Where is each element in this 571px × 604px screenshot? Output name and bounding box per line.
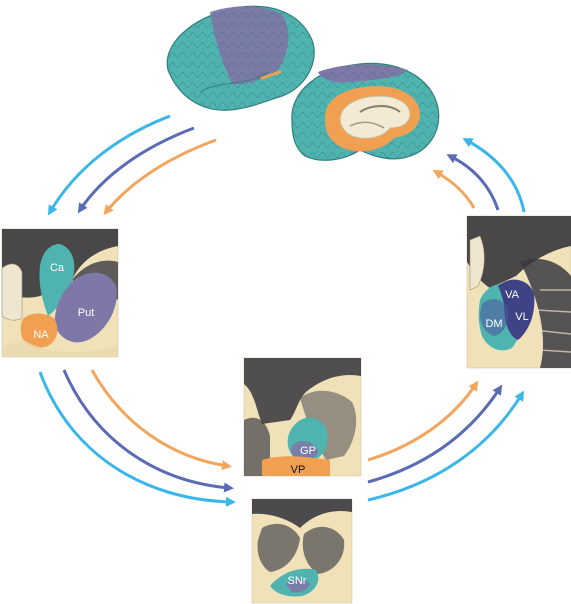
label-ventral-lateral: VL bbox=[515, 311, 528, 323]
arrow-orange bbox=[367, 380, 479, 462]
pallidum-section: GP VP bbox=[243, 357, 362, 477]
arrow-cyan bbox=[367, 390, 525, 502]
label-globus-pallidus: GP bbox=[300, 445, 316, 457]
label-dorsomedial: DM bbox=[485, 318, 502, 330]
arrow-navy bbox=[367, 384, 503, 484]
arrows-thalamus-to-cortex bbox=[432, 138, 526, 213]
arrow-orange bbox=[432, 170, 476, 209]
arrows-striatum-to-pallidum bbox=[38, 369, 236, 507]
arrow-cyan bbox=[38, 371, 236, 507]
arrow-cyan bbox=[47, 114, 171, 216]
label-substantia-nigra: SNr bbox=[288, 575, 307, 587]
arrow-navy bbox=[62, 369, 234, 493]
arrows-cortex-to-striatum bbox=[47, 114, 217, 216]
label-ventral-anterior: VA bbox=[505, 289, 520, 301]
striatum-section: Ca Put NA bbox=[1, 228, 119, 358]
arrows-pallidum-to-thalamus bbox=[367, 380, 525, 502]
substantia-nigra-section: SNr bbox=[251, 498, 353, 604]
label-ventral-pallidum: VP bbox=[291, 464, 306, 476]
cortex-medial-view bbox=[291, 62, 440, 161]
arrow-navy bbox=[446, 154, 500, 211]
label-putamen: Put bbox=[78, 307, 95, 319]
label-nucleus-accumbens: NA bbox=[33, 329, 49, 341]
thalamus-section: VA VL DM bbox=[466, 215, 571, 369]
cortex-lateral-view bbox=[166, 5, 315, 111]
arrow-orange bbox=[90, 369, 232, 471]
arrow-cyan bbox=[462, 138, 526, 213]
arrow-navy bbox=[77, 126, 195, 214]
arrow-orange bbox=[103, 138, 217, 216]
label-caudate: Ca bbox=[50, 262, 65, 274]
